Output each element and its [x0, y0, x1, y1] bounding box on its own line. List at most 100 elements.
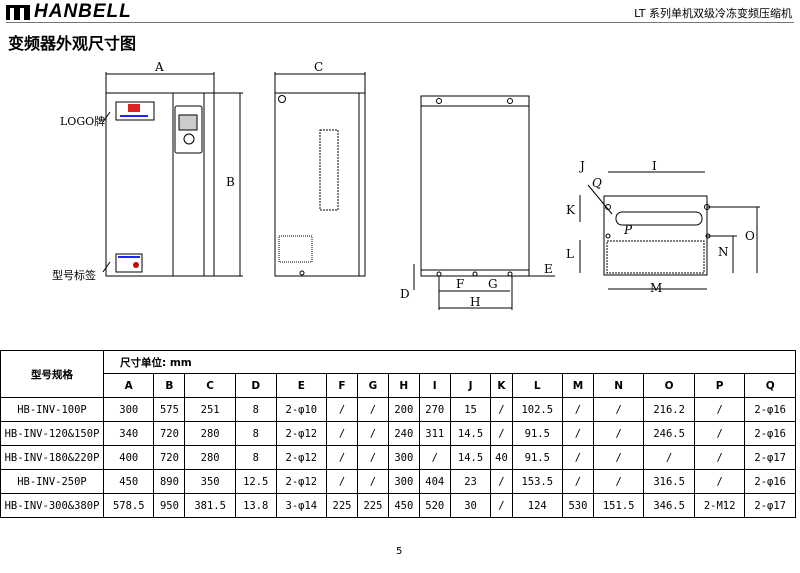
dim-label-j: J	[578, 159, 585, 173]
side-view	[274, 72, 366, 277]
logo-plate-label: LOGO牌	[60, 114, 105, 128]
back-view	[413, 95, 555, 310]
dimension-cell: 216.2	[643, 397, 695, 422]
dimension-cell: 124	[511, 493, 564, 518]
dimension-cell: 251	[184, 397, 236, 422]
page-number: 5	[396, 546, 403, 557]
dim-label-o: O	[745, 229, 755, 243]
column-header: G	[356, 373, 389, 398]
dimension-drawing: A B LOGO牌 型号标签 C F G H E D	[52, 60, 760, 310]
dimension-cell: /	[490, 397, 513, 422]
dimension-cell: 450	[102, 469, 155, 494]
header-divider	[6, 22, 794, 23]
dimension-cell: 2-φ12	[275, 469, 328, 494]
dimension-cell: 530	[562, 493, 594, 518]
logo-mark-icon	[6, 4, 30, 20]
dimension-cell: 2-φ17	[744, 445, 796, 470]
dimension-cell: 400	[102, 445, 155, 470]
dimension-cell: 14.5	[449, 421, 492, 446]
dimension-cell: 280	[184, 421, 236, 446]
column-header: Q	[744, 373, 796, 398]
model-cell: HB-INV-180&220P	[0, 445, 104, 470]
model-label-caption: 型号标签	[52, 268, 96, 282]
dim-label-f: F	[456, 277, 464, 291]
dimension-cell: 350	[184, 469, 236, 494]
dim-label-k: K	[566, 203, 576, 217]
dimension-cell: 311	[418, 421, 451, 446]
dimension-cell: 2-φ16	[744, 421, 796, 446]
dimension-cell: 2-M12	[693, 493, 746, 518]
dimension-cell: /	[326, 397, 358, 422]
column-header: P	[693, 373, 746, 398]
model-cell: HB-INV-100P	[0, 397, 104, 422]
dimension-cell: 12.5	[234, 469, 277, 494]
dimension-cell: 240	[387, 421, 420, 446]
dimension-cell: 151.5	[592, 493, 645, 518]
dimension-cell: 450	[387, 493, 420, 518]
front-view	[102, 72, 243, 277]
dimension-cell: /	[326, 421, 358, 446]
bottom-view	[579, 171, 760, 290]
dimension-cell: /	[592, 469, 645, 494]
dimension-cell: 520	[418, 493, 451, 518]
dimension-cell: /	[326, 469, 358, 494]
dimension-cell: 578.5	[102, 493, 155, 518]
dimension-cell: 14.5	[449, 445, 492, 470]
dimension-cell: 300	[387, 445, 420, 470]
dimension-cell: 102.5	[511, 397, 564, 422]
dimension-cell: 2-φ12	[275, 421, 328, 446]
dim-label-i: I	[652, 159, 657, 173]
dimension-cell: /	[356, 397, 389, 422]
dimension-cell: 246.5	[643, 421, 695, 446]
dimension-cell: 720	[153, 445, 186, 470]
dimension-cell: /	[490, 493, 513, 518]
dim-label-m: M	[650, 281, 662, 295]
dim-label-n: N	[718, 245, 729, 259]
column-header: J	[449, 373, 492, 398]
dim-label-h: H	[470, 295, 480, 309]
dimension-cell: 8	[234, 397, 277, 422]
dimension-cell: /	[326, 445, 358, 470]
dimension-cell: 316.5	[643, 469, 695, 494]
column-header: F	[326, 373, 358, 398]
dim-label-c: C	[314, 60, 323, 74]
dimension-cell: /	[356, 421, 389, 446]
model-cell: HB-INV-300&380P	[0, 493, 104, 518]
dimension-cell: 153.5	[511, 469, 564, 494]
dimension-cell: 40	[490, 445, 513, 470]
dimension-cell: 720	[153, 421, 186, 446]
dimension-cell: 23	[449, 469, 492, 494]
model-cell: HB-INV-120&150P	[0, 421, 104, 446]
dimension-cell: 3-φ14	[275, 493, 328, 518]
dimension-cell: /	[693, 445, 746, 470]
dimension-cell: 200	[387, 397, 420, 422]
column-header: M	[562, 373, 594, 398]
dimension-cell: 280	[184, 445, 236, 470]
dimension-cell: /	[356, 469, 389, 494]
model-cell: HB-INV-250P	[0, 469, 104, 494]
dim-label-a: A	[154, 60, 164, 74]
dimension-cell: 13.8	[234, 493, 277, 518]
dimension-cell: 225	[326, 493, 358, 518]
dimension-cell: /	[418, 445, 451, 470]
dimension-cell: /	[693, 421, 746, 446]
unit-header: 尺寸单位: mm	[103, 350, 796, 374]
dimension-cell: /	[592, 445, 645, 470]
dimension-cell: 2-φ17	[744, 493, 796, 518]
dimension-cell: 950	[153, 493, 186, 518]
column-header: H	[387, 373, 420, 398]
dimension-cell: 8	[234, 445, 277, 470]
dimension-cell: /	[490, 469, 513, 494]
brand-name: HANBELL	[34, 1, 132, 22]
dimension-cell: /	[562, 445, 594, 470]
document-title: LT 系列单机双级冷冻变频压缩机	[634, 7, 792, 20]
dimension-cell: 340	[102, 421, 155, 446]
dimension-cell: /	[693, 469, 746, 494]
column-header: D	[234, 373, 277, 398]
dimension-cell: /	[643, 445, 695, 470]
column-header: L	[511, 373, 564, 398]
